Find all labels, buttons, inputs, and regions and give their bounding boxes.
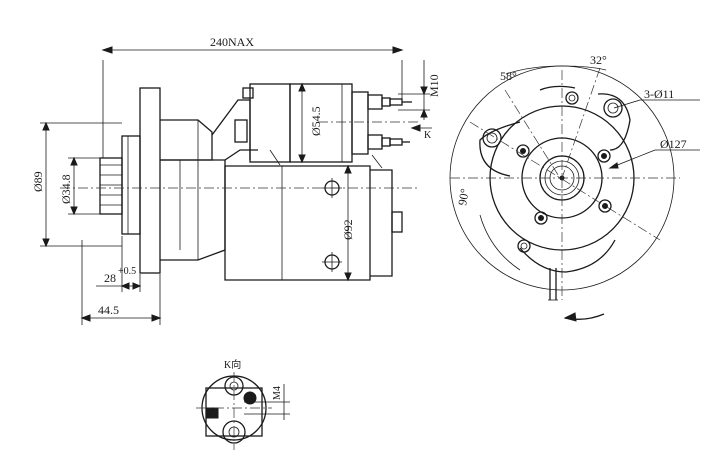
mounting-flange — [139, 87, 161, 274]
drive-housing-top — [160, 119, 213, 161]
k-view-marker: K — [424, 130, 432, 141]
angle-90-label: 90° — [455, 187, 472, 206]
dia-92-label: Ø92 — [341, 219, 355, 240]
drive-housing — [160, 159, 226, 261]
front-view: 58° 32° 3-Ø11 Ø127 90° — [449, 53, 700, 322]
dia-34-8-label: Ø34.8 — [59, 174, 73, 204]
pinion-gear — [99, 157, 123, 215]
motor-body — [224, 165, 371, 281]
flange-ear-left — [479, 121, 521, 177]
flange-ear-top — [597, 93, 631, 151]
thread-m4-label: M4 — [272, 386, 283, 400]
k-view: K向 M4 — [196, 358, 290, 450]
k-view-title: K向 — [224, 358, 241, 371]
holes-3-dia-11-label: 3-Ø11 — [644, 87, 674, 101]
angle-32-label: 32° — [590, 53, 607, 67]
mount-hole-top — [603, 98, 623, 118]
dim-28-tolerance: +0.5 — [118, 266, 136, 277]
side-view: 240NAX M10 K Ø54.5 Ø92 Ø89 — [31, 35, 441, 325]
dim-28-label: 28 — [104, 271, 116, 285]
dia-54-5-label: Ø54.5 — [309, 106, 323, 136]
dim-44-5-label: 44.5 — [98, 303, 119, 317]
angle-58-label: 58° — [500, 69, 517, 83]
thread-m10-label: M10 — [427, 74, 441, 97]
overall-length-label: 240NAX — [210, 35, 254, 49]
mount-hole-left — [482, 128, 502, 148]
dia-127-label: Ø127 — [660, 137, 687, 151]
pilot-nose — [121, 135, 141, 235]
dia-89-label: Ø89 — [31, 171, 45, 192]
